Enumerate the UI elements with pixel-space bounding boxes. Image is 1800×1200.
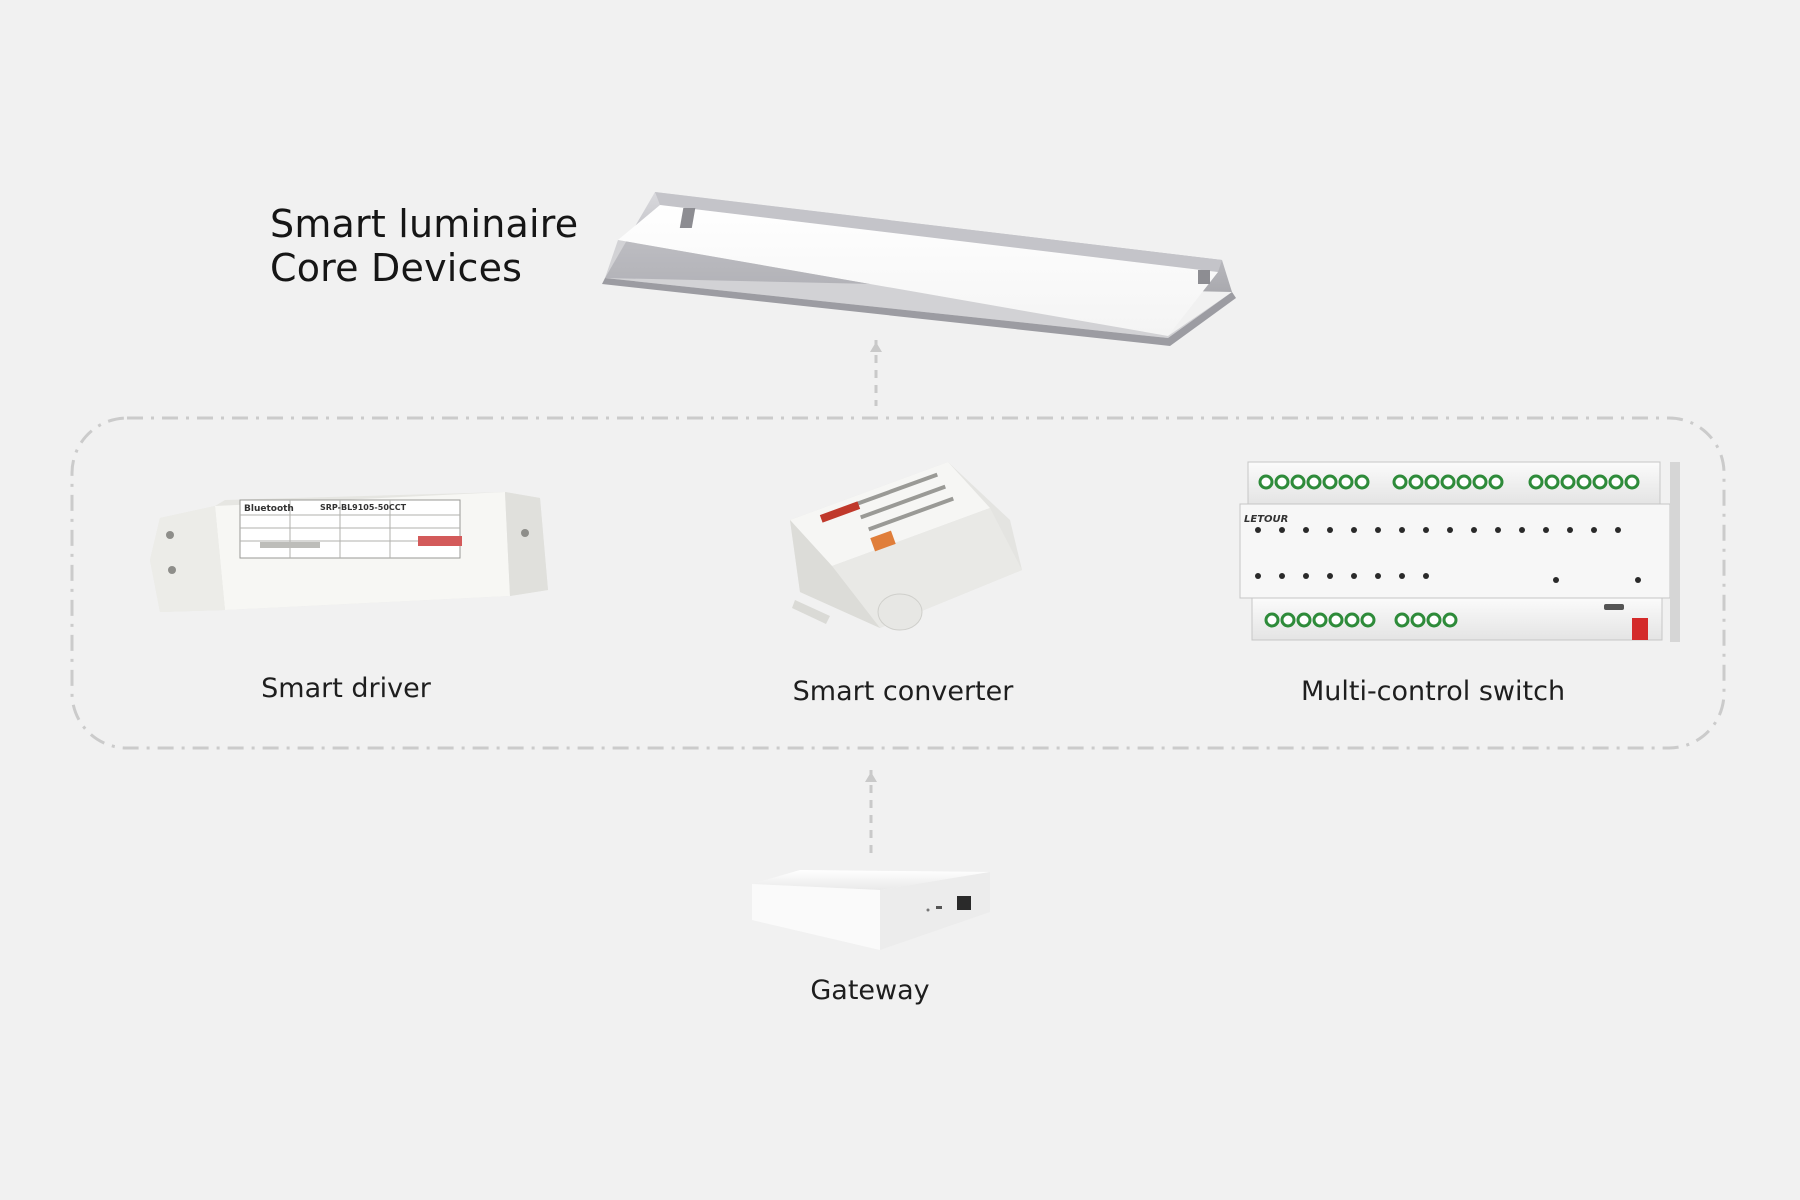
title-line-1: Smart luminaire (270, 202, 579, 246)
switch-device-icon: LETOUR (1239, 461, 1680, 642)
driver-device-icon: Bluetooth SRP-BL9105-50CCT (150, 492, 548, 612)
multi-control-switch-label: Multi-control switch (1300, 676, 1566, 707)
converter-device-icon (790, 462, 1022, 631)
gateway-label: Gateway (810, 975, 930, 1006)
smart-converter-label: Smart converter (792, 676, 1014, 707)
smart-driver-label: Smart driver (261, 673, 431, 704)
title-line-2: Core Devices (270, 246, 523, 290)
switch-brand-text: LETOUR (1244, 514, 1288, 525)
luminaire-panel-icon (602, 192, 1236, 346)
driver-model-text: SRP-BL9105-50CCT (320, 503, 407, 512)
gateway-device-icon (752, 870, 990, 950)
diagram-title: Smart luminaire Core Devices (270, 202, 578, 290)
driver-brand-text: Bluetooth (244, 504, 294, 514)
